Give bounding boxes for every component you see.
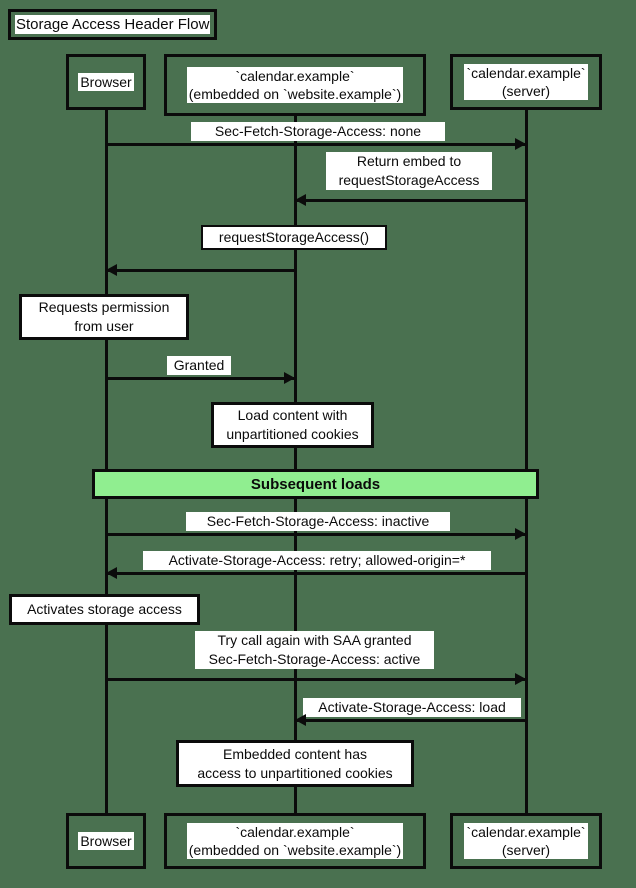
note-load-content: Load content with unpartitioned cookies [211,402,374,448]
participant-embed-bottom[interactable]: `calendar.example` (embedded on `website… [164,813,426,869]
participant-browser-top-label: Browser [78,73,134,91]
message-label-m2: Return embed to requestStorageAccess [326,152,492,190]
message-label-m5: Sec-Fetch-Storage-Access: inactive [186,512,450,531]
message-arrowhead-m2 [295,194,306,206]
participant-server-bottom-label: `calendar.example` (server) [464,823,588,859]
lifeline-embed [294,116,297,813]
participant-server-top[interactable]: `calendar.example` (server) [450,54,602,110]
message-label-m8: Activate-Storage-Access: load [303,698,521,717]
note-requests-permission: Requests permission from user [19,294,189,340]
message-label-m4: Granted [167,356,231,375]
participant-server-bottom[interactable]: `calendar.example` (server) [450,813,602,869]
message-line-m3 [106,269,295,272]
participant-server-top-label: `calendar.example` (server) [464,64,588,100]
lifeline-server [525,110,528,813]
participant-browser-bottom[interactable]: Browser [66,813,146,869]
page-title: Storage Access Header Flow [15,15,211,34]
message-label-m1: Sec-Fetch-Storage-Access: none [191,122,445,141]
lifeline-browser [105,110,108,813]
participant-browser-top[interactable]: Browser [66,54,146,110]
note-activates-storage-access: Activates storage access [9,594,200,625]
message-line-m8 [295,719,526,722]
message-label-m6: Activate-Storage-Access: retry; allowed-… [143,551,491,570]
message-arrowhead-m7 [515,673,526,685]
section-divider-subsequent-loads: Subsequent loads [92,469,539,499]
participant-embed-bottom-label: `calendar.example` (embedded on `website… [186,823,404,859]
message-line-m6 [106,572,526,575]
message-arrowhead-m5 [515,528,526,540]
message-arrowhead-m8 [295,714,306,726]
message-arrowhead-m3 [106,264,117,276]
participant-browser-bottom-label: Browser [78,832,134,850]
message-arrowhead-m4 [284,372,295,384]
message-line-m4 [106,377,295,380]
message-label-m3: requestStorageAccess() [201,225,387,250]
message-line-m5 [106,533,526,536]
note-embedded-content-access: Embedded content has access to unpartiti… [176,740,414,787]
diagram-title-box: Storage Access Header Flow [8,9,218,40]
message-label-m7: Try call again with SAA granted Sec-Fetc… [195,631,434,669]
message-arrowhead-m1 [515,138,526,150]
participant-embed-top[interactable]: `calendar.example` (embedded on `website… [164,54,426,116]
message-arrowhead-m6 [106,567,117,579]
message-line-m1 [106,143,526,146]
message-line-m7 [106,678,526,681]
message-line-m2 [295,199,526,202]
participant-embed-top-label: `calendar.example` (embedded on `website… [186,67,404,103]
